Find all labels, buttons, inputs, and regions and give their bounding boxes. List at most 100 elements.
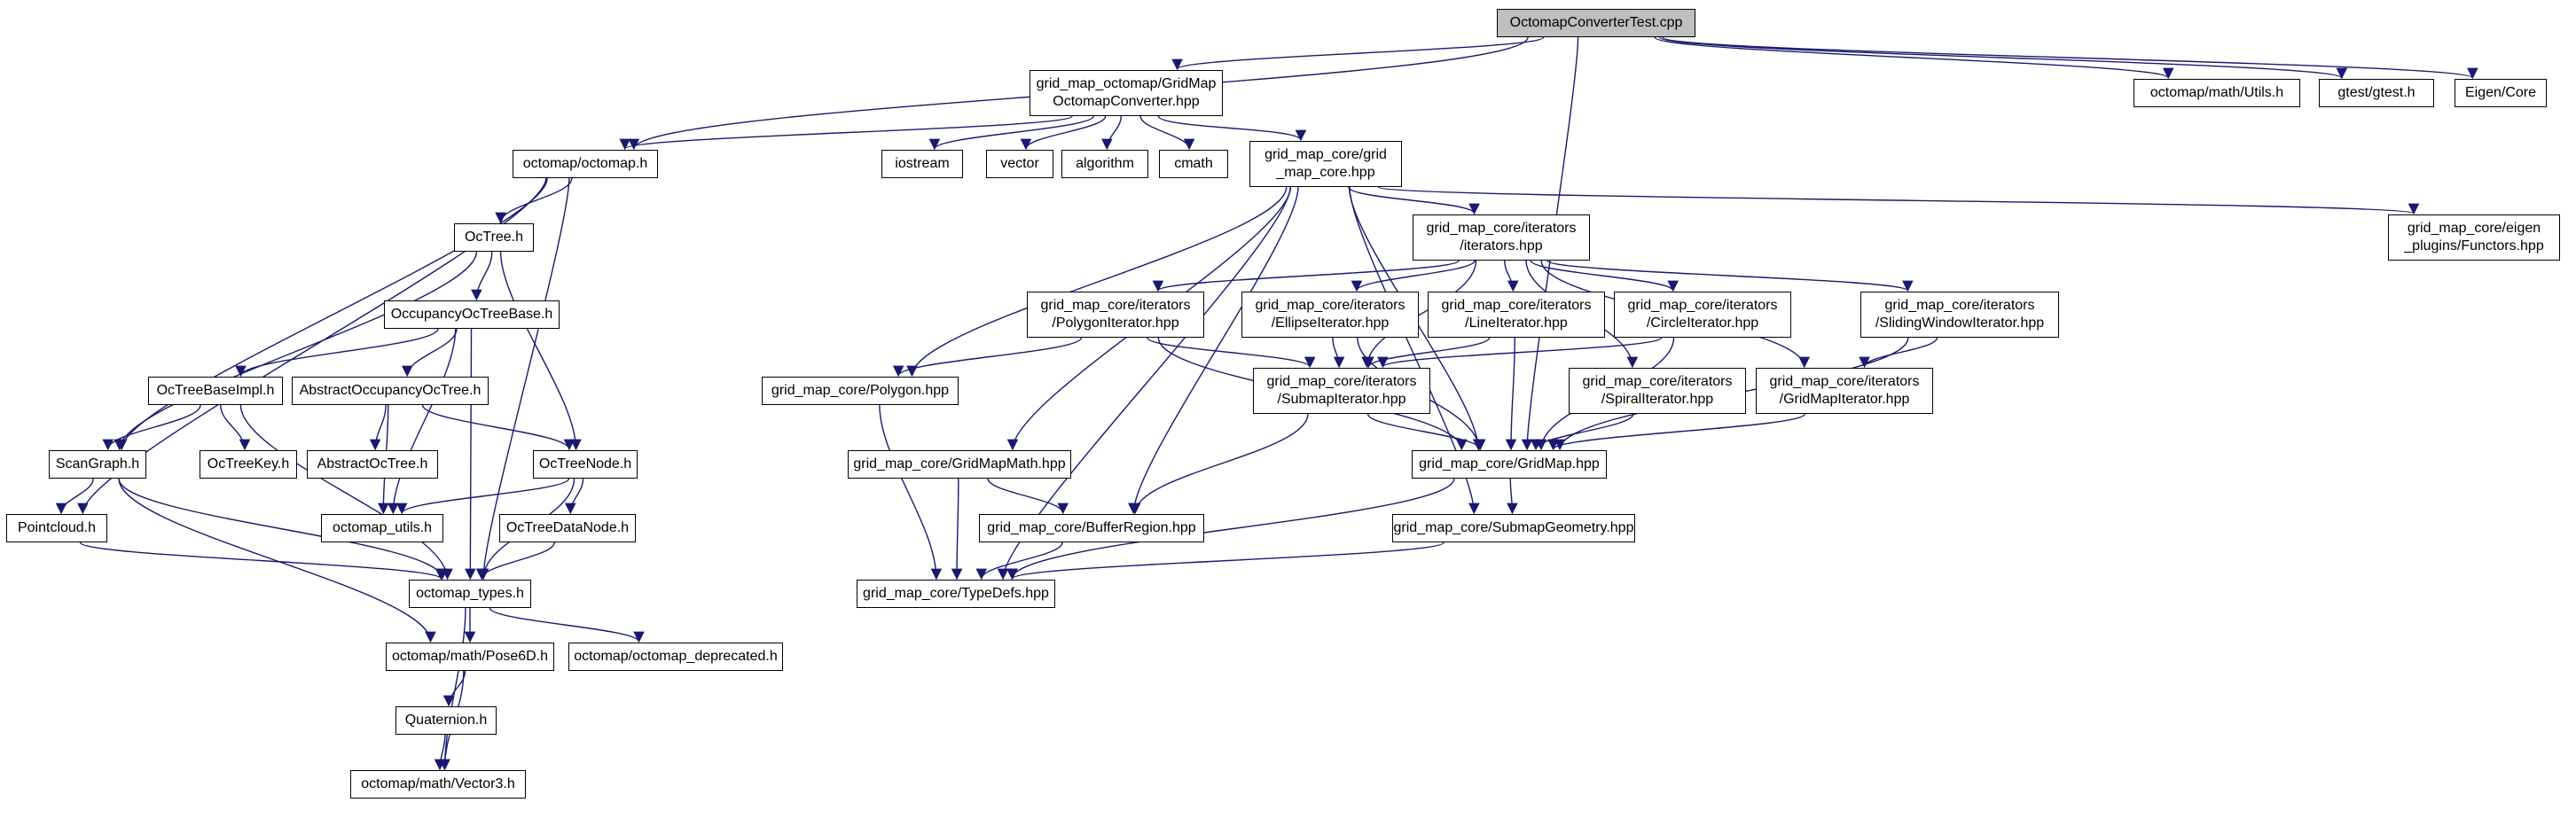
graph-node-typedefs[interactable]: grid_map_core/TypeDefs.hpp xyxy=(857,580,1055,608)
include-edge-polygon-typedefs xyxy=(879,404,943,581)
graph-node-slidingiter[interactable]: grid_map_core/iterators/SlidingWindowIte… xyxy=(1860,292,2059,338)
graph-node-label: _map_core.hpp xyxy=(1276,165,1375,180)
graph-node-label: OcTreeNode.h xyxy=(538,456,632,471)
include-edge-pose6d-quaternion xyxy=(442,670,466,707)
graph-node-octreekey[interactable]: OcTreeKey.h xyxy=(200,450,297,479)
include-edge-bufferregion-typedefs xyxy=(975,542,1063,581)
graph-node-abstractocc[interactable]: AbstractOccupancyOcTree.h xyxy=(292,377,489,405)
graph-node-spiraliter[interactable]: grid_map_core/iterators/SpiralIterator.h… xyxy=(1569,368,1746,414)
graph-node-label: grid_map_core/Polygon.hpp xyxy=(771,383,950,398)
include-edge-octomap-pointcloud xyxy=(77,177,547,515)
graph-node-label: grid_map_core/iterators xyxy=(1255,298,1405,313)
graph-node-label: AbstractOccupancyOcTree.h xyxy=(299,383,482,398)
graph-node-core[interactable]: grid_map_core/grid_map_core.hpp xyxy=(1249,141,1402,187)
graph-node-octreedatanode[interactable]: OcTreeDataNode.h xyxy=(499,514,636,542)
graph-node-deprecated[interactable]: octomap/octomap_deprecated.h xyxy=(568,643,783,671)
include-edge-converter-vector xyxy=(1020,115,1107,151)
graph-node-label: octomap/octomap.h xyxy=(522,156,648,171)
include-edge-submapgeometry-typedefs xyxy=(1006,542,1445,581)
graph-node-octreenode[interactable]: OcTreeNode.h xyxy=(533,450,638,479)
graph-node-label: /SlidingWindowIterator.hpp xyxy=(1875,316,2045,331)
graph-node-label: /PolygonIterator.hpp xyxy=(1052,316,1179,331)
graph-node-iostream[interactable]: iostream xyxy=(881,150,963,178)
include-edge-test-eigen xyxy=(1662,36,2478,80)
graph-node-octomaputils[interactable]: octomap_utils.h xyxy=(321,514,443,542)
graph-node-iterators[interactable]: grid_map_core/iterators/iterators.hpp xyxy=(1413,214,1590,261)
graph-node-functors[interactable]: grid_map_core/eigen_plugins/Functors.hpp xyxy=(2388,214,2560,261)
graph-node-label: OcTree.h xyxy=(464,230,524,245)
graph-node-label: /SubmapIterator.hpp xyxy=(1277,392,1406,407)
include-edge-iterators-slidingiter xyxy=(1546,260,1914,292)
graph-node-circleiter[interactable]: grid_map_core/iterators/CircleIterator.h… xyxy=(1614,292,1791,338)
graph-node-label: grid_map_core/BufferRegion.hpp xyxy=(987,520,1196,535)
graph-node-label: /CircleIterator.hpp xyxy=(1646,316,1759,331)
graph-node-gtest[interactable]: gtest/gtest.h xyxy=(2319,79,2434,107)
graph-node-algorithm[interactable]: algorithm xyxy=(1061,150,1148,178)
include-edge-octree-occupancy xyxy=(471,251,493,301)
include-edge-octree-scangraph xyxy=(114,251,478,451)
graph-node-gridmapmath[interactable]: grid_map_core/GridMapMath.hpp xyxy=(848,450,1071,479)
include-edge-baseimpl-scangraph xyxy=(102,404,201,451)
graph-node-label: /iterators.hpp xyxy=(1460,238,1543,253)
graph-node-submapgeometry[interactable]: grid_map_core/SubmapGeometry.hpp xyxy=(1392,514,1635,542)
include-edge-baseimpl-octomaptypes xyxy=(239,404,453,581)
include-edge-iterators-submapiter xyxy=(1361,260,1477,369)
graph-node-label: grid_map_core/iterators xyxy=(1582,374,1733,389)
graph-node-gridmap[interactable]: grid_map_core/GridMap.hpp xyxy=(1412,450,1607,479)
graph-node-vector[interactable]: vector xyxy=(986,150,1053,178)
graph-node-test: OctomapConverterTest.cpp xyxy=(1497,9,1695,37)
include-edge-core-polygon xyxy=(906,186,1288,378)
include-edge-converter-octomap xyxy=(619,115,1073,151)
include-edge-converter-iostream xyxy=(928,115,1094,151)
include-edge-occupancy-baseimpl xyxy=(235,328,439,378)
graph-node-vector3[interactable]: octomap/math/Vector3.h xyxy=(350,770,526,799)
graph-node-submapiter[interactable]: grid_map_core/iterators/SubmapIterator.h… xyxy=(1253,368,1430,414)
include-edge-core-iterators xyxy=(1348,186,1480,215)
graph-node-octomaptypes[interactable]: octomap_types.h xyxy=(409,580,531,608)
graph-node-utils[interactable]: octomap/math/Utils.h xyxy=(2134,79,2300,107)
graph-node-label: grid_map_core/iterators xyxy=(1441,298,1592,313)
graph-node-bufferregion[interactable]: grid_map_core/BufferRegion.hpp xyxy=(979,514,1204,542)
graph-node-scangraph[interactable]: ScanGraph.h xyxy=(49,450,146,479)
include-edge-gridmap-submapgeometry xyxy=(1507,478,1518,515)
include-edge-core-bufferregion xyxy=(1128,186,1299,515)
graph-node-occupancy[interactable]: OccupancyOcTreeBase.h xyxy=(384,300,560,329)
graph-node-pose6d[interactable]: octomap/math/Pose6D.h xyxy=(386,643,554,671)
graph-node-label: OcTreeBaseImpl.h xyxy=(156,383,275,398)
graph-node-label: octomap/math/Vector3.h xyxy=(361,776,515,791)
graph-node-label: /GridMapIterator.hpp xyxy=(1779,392,1910,407)
include-edge-lineiter-gridmap xyxy=(1505,337,1517,451)
graph-node-quaternion[interactable]: Quaternion.h xyxy=(395,706,497,735)
graph-node-label: /LineIterator.hpp xyxy=(1465,316,1568,331)
graph-node-gridmapiter[interactable]: grid_map_core/iterators/GridMapIterator.… xyxy=(1756,368,1933,414)
graph-node-eigen[interactable]: Eigen/Core xyxy=(2455,79,2547,107)
include-edge-converter-algorithm xyxy=(1101,115,1122,151)
include-edge-lineiter-submapiter xyxy=(1363,337,1491,369)
graph-node-lineiter[interactable]: grid_map_core/iterators/LineIterator.hpp xyxy=(1428,292,1605,338)
graph-node-polyiter[interactable]: grid_map_core/iterators/PolygonIterator.… xyxy=(1027,292,1204,338)
graph-node-octree[interactable]: OcTree.h xyxy=(454,223,534,252)
graph-node-label: algorithm xyxy=(1076,156,1134,171)
graph-node-octomap[interactable]: octomap/octomap.h xyxy=(513,150,658,178)
graph-node-polygon[interactable]: grid_map_core/Polygon.hpp xyxy=(762,377,959,405)
graph-node-label: OccupancyOcTreeBase.h xyxy=(390,307,553,322)
include-edge-occupancy-octomaputils xyxy=(388,328,457,515)
graph-node-ellipseiter[interactable]: grid_map_core/iterators/EllipseIterator.… xyxy=(1241,292,1419,338)
graph-node-abstractoctree[interactable]: AbstractOcTree.h xyxy=(307,450,438,479)
include-edge-submapiter-bufferregion xyxy=(1129,413,1309,515)
graph-node-pointcloud[interactable]: Pointcloud.h xyxy=(6,514,107,542)
include-edge-test-converter xyxy=(1171,36,1545,71)
graph-node-label: Eigen/Core xyxy=(2464,85,2537,100)
graph-node-cmath[interactable]: cmath xyxy=(1159,150,1228,178)
include-edge-polyiter-polygon xyxy=(892,337,1083,378)
graph-node-label: grid_map_core/iterators xyxy=(1627,298,1778,313)
include-edge-ellipseiter-submapiter xyxy=(1332,337,1345,369)
graph-node-baseimpl[interactable]: OcTreeBaseImpl.h xyxy=(148,377,283,405)
include-edge-octomap-octomaptypes xyxy=(477,177,570,581)
graph-node-label: _plugins/Functors.hpp xyxy=(2404,238,2544,253)
include-edge-octree-octreenode xyxy=(499,251,582,451)
graph-node-label: grid_map_core/iterators xyxy=(1040,298,1191,313)
